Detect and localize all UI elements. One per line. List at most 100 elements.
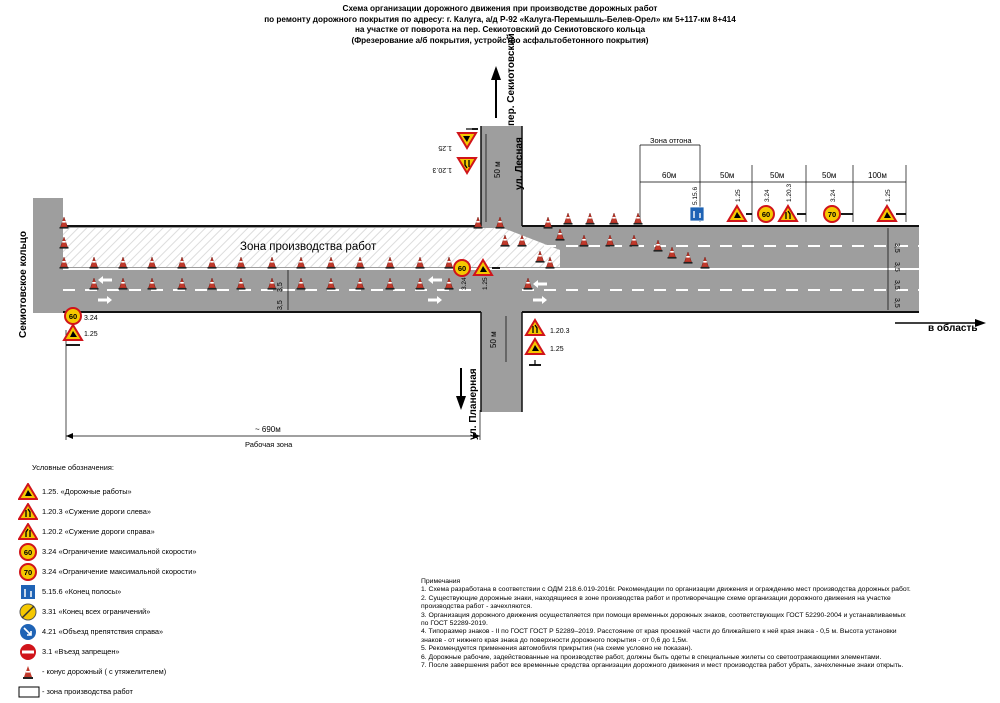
taper-zone-label: Зона отгона [650, 136, 692, 145]
legend-text: 1.20.3 «Сужение дороги слева» [42, 507, 151, 516]
north-street-label: ул. Лесная [514, 137, 525, 190]
sign-label: 1.25 [84, 331, 98, 338]
work-zone-swatch-icon [18, 686, 40, 698]
svg-text:70: 70 [24, 568, 32, 577]
legend-text: 1.20.2 «Сужение дороги справа» [42, 527, 155, 536]
legend-item: 60 3.24 «Ограничение максимальной скорос… [18, 543, 318, 561]
title-line: (Фрезерование а/б покрытия, устройство а… [351, 35, 649, 45]
work-zone-area [63, 228, 503, 267]
work-zone-length-label: Рабочая зона [245, 440, 293, 449]
note-line: знаков - от нижнего края знака до поверх… [421, 636, 688, 644]
scheme-title: Схема организации дорожного движения при… [200, 4, 800, 46]
note-line: 5. Рекомендуется применения автомобиля п… [421, 645, 693, 653]
note-line: 4. Типоразмер знаков - II по ГОСТ ГОСТ Р… [421, 628, 897, 636]
ring-road [33, 198, 63, 313]
legend-item: 4.21 «Объезд препятствия справа» [18, 623, 318, 641]
sign-label: 3.24 [764, 189, 771, 202]
south-dim-50m: 50 м [489, 331, 498, 348]
narrowing-left-sign-icon [18, 503, 38, 520]
sign-label: 1.20.3 [786, 184, 793, 202]
south-side-road [481, 312, 522, 412]
end-of-restrictions-sign-icon [19, 603, 37, 621]
north-lane-label: пер. Секиотовский [506, 33, 517, 126]
note-line: 6. Дорожные рабочие, задействованные на … [421, 653, 882, 661]
lane-width: 3,5 [277, 300, 284, 310]
approach-signs: 5.15.6 1.25 3.24 1.20.3 3.24 1.25 [689, 184, 906, 223]
notes-heading: Примечания [421, 578, 461, 585]
legend-item: - зона производства работ [18, 683, 318, 701]
work-zone-label: Зона производства работ [240, 241, 377, 253]
dimension-chain [639, 144, 907, 222]
north-dim-50m: 50 м [493, 161, 502, 178]
legend-text: - конус дорожный ( с утяжелителем) [42, 667, 167, 676]
note-line: по ГОСТ 52289-2019. [421, 620, 488, 628]
keep-right-sign-icon [20, 624, 36, 640]
dim-50m: 50м [720, 171, 734, 180]
total-length-label: ~ 690м [255, 425, 281, 434]
sign-label: 1.20.3 [432, 166, 452, 173]
title-line: Схема организации дорожного движения при… [342, 4, 658, 13]
legend-item: 1.20.2 «Сужение дороги справа» [18, 523, 318, 541]
east-arrow-icon [895, 319, 986, 327]
north-sign-post: 1.25 1.20.3 [432, 128, 478, 174]
note-line: 7. После завершения работ все временные … [421, 662, 904, 670]
notes-block: Примечания 1. Схема разработана в соотве… [421, 578, 981, 670]
legend-text: 3.31 «Конец всех ограничений» [42, 607, 151, 616]
legend-text: 3.24 «Ограничение максимальной скорости» [42, 567, 197, 576]
traffic-cone-icon [23, 666, 33, 679]
south-arrow-icon [456, 368, 466, 410]
legend-heading: Условные обозначения: [32, 463, 114, 472]
legend-item: 70 3.24 «Ограничение максимальной скорос… [18, 563, 318, 581]
direction-label: в область [928, 322, 977, 334]
sign-label: 3.24 [84, 315, 98, 322]
south-street-label: ул. Планерная [468, 368, 479, 440]
note-line: 1. Схема разработана в соответствии с ОД… [421, 586, 911, 594]
sign-label: 3.24 [461, 277, 468, 290]
lane-width: 3,5 [277, 282, 284, 292]
legend-item: 3.31 «Конец всех ограничений» [18, 603, 318, 621]
legend-text: 5.15.6 «Конец полосы» [42, 587, 122, 596]
dim-50m: 50м [770, 171, 784, 180]
legend-item: 1.20.3 «Сужение дороги слева» [18, 503, 318, 521]
south-sign-post: 1.20.3 1.25 [525, 319, 570, 366]
ring-sign-post: 3.24 1.25 [63, 307, 98, 346]
legend-text: 3.24 «Ограничение максимальной скорости» [42, 547, 197, 556]
sign-label: 1.25 [482, 277, 489, 290]
narrowing-right-sign-icon [18, 523, 38, 540]
speed-limit-60-icon: 60 [19, 543, 37, 561]
sign-label: 1.25 [550, 346, 564, 353]
sign-label: 1.20.3 [550, 328, 570, 335]
intersection-signs: 3.24 1.25 [453, 259, 500, 290]
legend-item: 1.25. «Дорожные работы» [18, 483, 318, 501]
note-line: производства работ - зачехляются. [421, 603, 533, 611]
dim-60m: 60м [662, 171, 676, 180]
legend-item: 3.1 «Въезд запрещен» [18, 643, 318, 661]
road-works-sign-icon [18, 483, 38, 500]
title-line: на участке от поворота на пер. Секиотовс… [354, 25, 646, 34]
north-side-road [481, 126, 522, 226]
note-line: 3. Организация дорожного движения осущес… [421, 611, 906, 619]
dim-100m: 100м [868, 171, 887, 180]
legend-text: 3.1 «Въезд запрещен» [42, 647, 120, 656]
sign-label: 1.25 [885, 189, 892, 202]
lane-width: 3,5 [893, 280, 900, 290]
legend-item: 5.15.6 «Конец полосы» [18, 583, 318, 601]
lane-width: 3,5 [893, 298, 900, 308]
sign-label: 5.15.6 [692, 187, 699, 205]
lane-width: 3,5 [893, 243, 900, 253]
ring-road-label: Секиотовское кольцо [18, 231, 29, 338]
legend-text: 1.25. «Дорожные работы» [42, 487, 132, 496]
legend-item: - конус дорожный ( с утяжелителем) [18, 663, 318, 681]
lane-width: 3,5 [893, 262, 900, 272]
dim-50m: 50м [822, 171, 836, 180]
speed-limit-70-icon: 70 [19, 563, 37, 581]
north-arrow-icon [491, 66, 501, 118]
end-of-lane-sign-icon [21, 585, 35, 599]
legend-text: - зона производства работ [42, 687, 133, 696]
sign-label: 1.25 [438, 144, 452, 151]
legend-text: 4.21 «Объезд препятствия справа» [42, 627, 164, 636]
note-line: 2. Существующие дорожные знаки, находящи… [421, 594, 891, 602]
sign-label: 3.24 [830, 189, 837, 202]
no-entry-sign-icon [20, 644, 36, 660]
